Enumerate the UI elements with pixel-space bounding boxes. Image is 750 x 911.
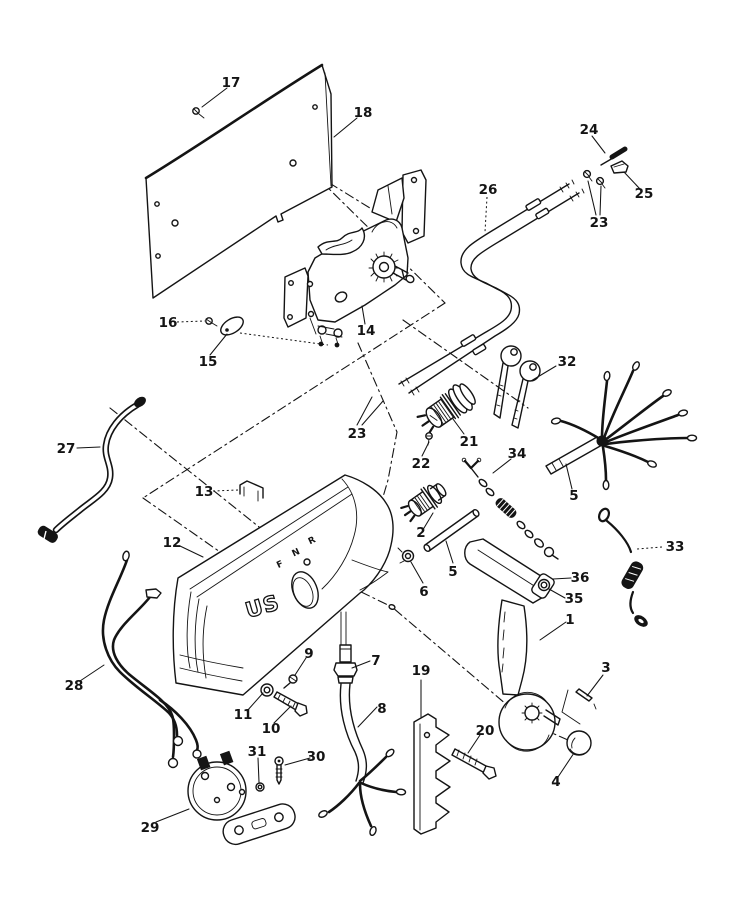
housing-letter-n: N: [291, 547, 302, 559]
label-4: 4: [551, 774, 560, 790]
label-7: 7: [371, 653, 380, 669]
part-31-nut: [255, 782, 265, 792]
part-11-washer: [260, 683, 274, 697]
part-27-cable: [37, 396, 146, 543]
part-12-housing: F N R US: [172, 474, 396, 696]
label-3: 3: [601, 660, 610, 676]
label-19: 19: [412, 663, 431, 679]
part-17-screw: [192, 107, 205, 119]
label-14: 14: [357, 323, 376, 339]
part-25-ferrule: [610, 160, 629, 174]
label-36: 36: [571, 570, 590, 586]
part-10-bolt: [273, 691, 308, 717]
part-23-screws-upper: [582, 169, 606, 189]
label-27: 27: [57, 441, 76, 457]
part-28-wires: [101, 550, 202, 769]
part-labels: 1 2 3 4 5 5 6 7 8 9 10 11 12 13 14 15 16…: [57, 75, 685, 836]
label-1: 1: [565, 612, 574, 628]
part-14-gear-mechanism: [283, 169, 427, 348]
part-5-tube: [423, 509, 480, 552]
part-6-nut: [397, 547, 415, 564]
part-16-screw: [205, 317, 218, 327]
label-9: 9: [304, 646, 313, 662]
label-20: 20: [476, 723, 495, 739]
part-18-mounting-plate: [144, 63, 333, 299]
label-2: 2: [416, 525, 425, 541]
part-24-pin: [600, 146, 628, 166]
part-5-wiring-harness: [545, 361, 698, 491]
label-23-lower: 23: [348, 426, 367, 442]
part-30-screw: [274, 756, 284, 785]
hub-serration: [521, 702, 543, 724]
label-5-tube: 5: [448, 564, 457, 580]
label-33: 33: [666, 539, 685, 555]
label-18: 18: [354, 105, 373, 121]
part-7-cable-fitting: [333, 644, 358, 684]
part-33-lanyard: [597, 507, 648, 627]
cable-thread-ends: [400, 179, 585, 396]
label-28: 28: [65, 678, 84, 694]
leader-lines: [76, 87, 663, 823]
part-3-pin: [561, 688, 597, 725]
part-22-screw: [425, 432, 433, 446]
label-17: 17: [222, 75, 241, 91]
part-26-control-cables: [398, 179, 585, 396]
part-29-horn: [187, 750, 296, 846]
label-10: 10: [262, 721, 281, 737]
label-26: 26: [479, 182, 498, 198]
label-12: 12: [163, 535, 182, 551]
cam-alignment-dots: [239, 332, 329, 346]
label-8: 8: [377, 701, 386, 717]
label-13: 13: [195, 484, 214, 500]
part-1-control-handle: [464, 538, 561, 752]
label-29: 29: [141, 820, 160, 836]
label-5-harness: 5: [569, 488, 578, 504]
label-30: 30: [307, 749, 326, 765]
label-11: 11: [234, 707, 253, 723]
part-32-keys: [493, 345, 541, 429]
label-25: 25: [635, 186, 654, 202]
part-20-bolt: [451, 748, 497, 780]
part-8-cable: [318, 683, 407, 837]
label-34: 34: [508, 446, 527, 462]
part-34-spring-link: [461, 457, 559, 560]
label-23-upper: 23: [590, 215, 609, 231]
housing-letter-f: F: [275, 559, 285, 571]
label-32: 32: [558, 354, 577, 370]
part-2-push-switch: [400, 483, 447, 523]
label-22: 22: [412, 456, 431, 472]
part-15-cam-plate: [220, 316, 244, 336]
part-19-terminal-block: [413, 713, 451, 835]
part-9-screw: [283, 674, 298, 689]
label-16: 16: [159, 315, 178, 331]
label-15: 15: [199, 354, 218, 370]
label-35: 35: [565, 591, 584, 607]
label-24: 24: [580, 122, 599, 138]
label-21: 21: [460, 434, 479, 450]
part-21-ignition-switch: [416, 383, 476, 435]
housing-letter-r: R: [307, 535, 318, 547]
label-31: 31: [248, 744, 267, 760]
part-13-clip: [239, 480, 264, 502]
label-6: 6: [419, 584, 428, 600]
part-35-36-button: [531, 573, 555, 599]
part-4-knob: [566, 730, 592, 756]
